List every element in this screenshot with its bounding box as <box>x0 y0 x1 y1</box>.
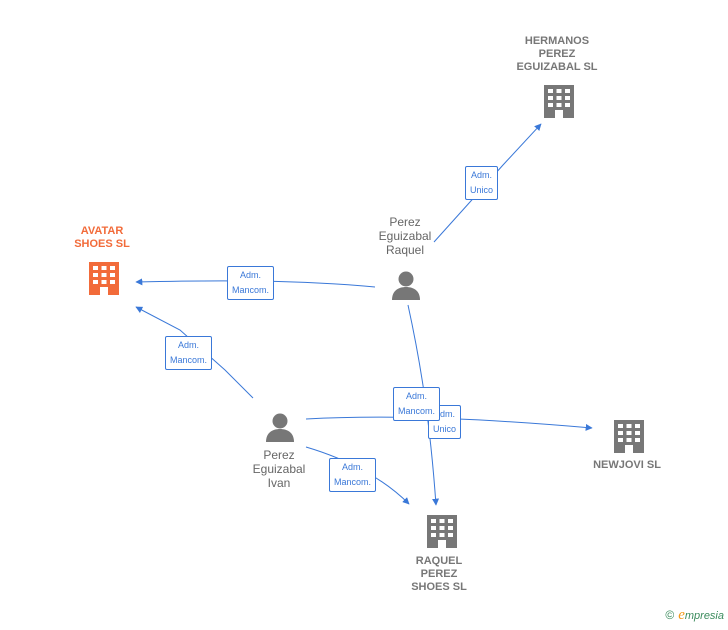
person-icon[interactable] <box>266 413 294 443</box>
person-icon[interactable] <box>392 271 420 301</box>
edge-label: Adm. Mancom. <box>227 266 275 300</box>
company-label-raquel-shoes[interactable]: RAQUEL PEREZ SHOES SL <box>411 555 467 593</box>
brand-logo-initial: e <box>678 607 685 623</box>
edge-label: Adm. Mancom. <box>393 387 441 421</box>
company-label-hermanos[interactable]: HERMANOS PEREZ EGUIZABAL SL <box>516 35 598 73</box>
copyright-icon: © <box>665 608 675 622</box>
company-label-newjovi[interactable]: NEWJOVI SL <box>593 459 661 471</box>
building-icon[interactable] <box>427 515 457 548</box>
edge-label: Adm. Mancom. <box>165 336 213 370</box>
person-label-raquel[interactable]: Perez Eguizabal Raquel <box>378 215 432 257</box>
building-icon[interactable] <box>614 420 644 453</box>
person-label-ivan[interactable]: Perez Eguizabal Ivan <box>252 448 306 490</box>
brand-footer: ©empresia <box>665 607 724 624</box>
edge-label: Adm. Unico <box>465 166 499 200</box>
company-label-avatar[interactable]: AVATAR SHOES SL <box>74 225 130 250</box>
building-icon[interactable] <box>544 85 574 118</box>
edge-label: Adm. Mancom. <box>329 458 377 492</box>
building-icon[interactable] <box>89 262 119 295</box>
brand-logo-text: mpresia <box>684 610 724 622</box>
